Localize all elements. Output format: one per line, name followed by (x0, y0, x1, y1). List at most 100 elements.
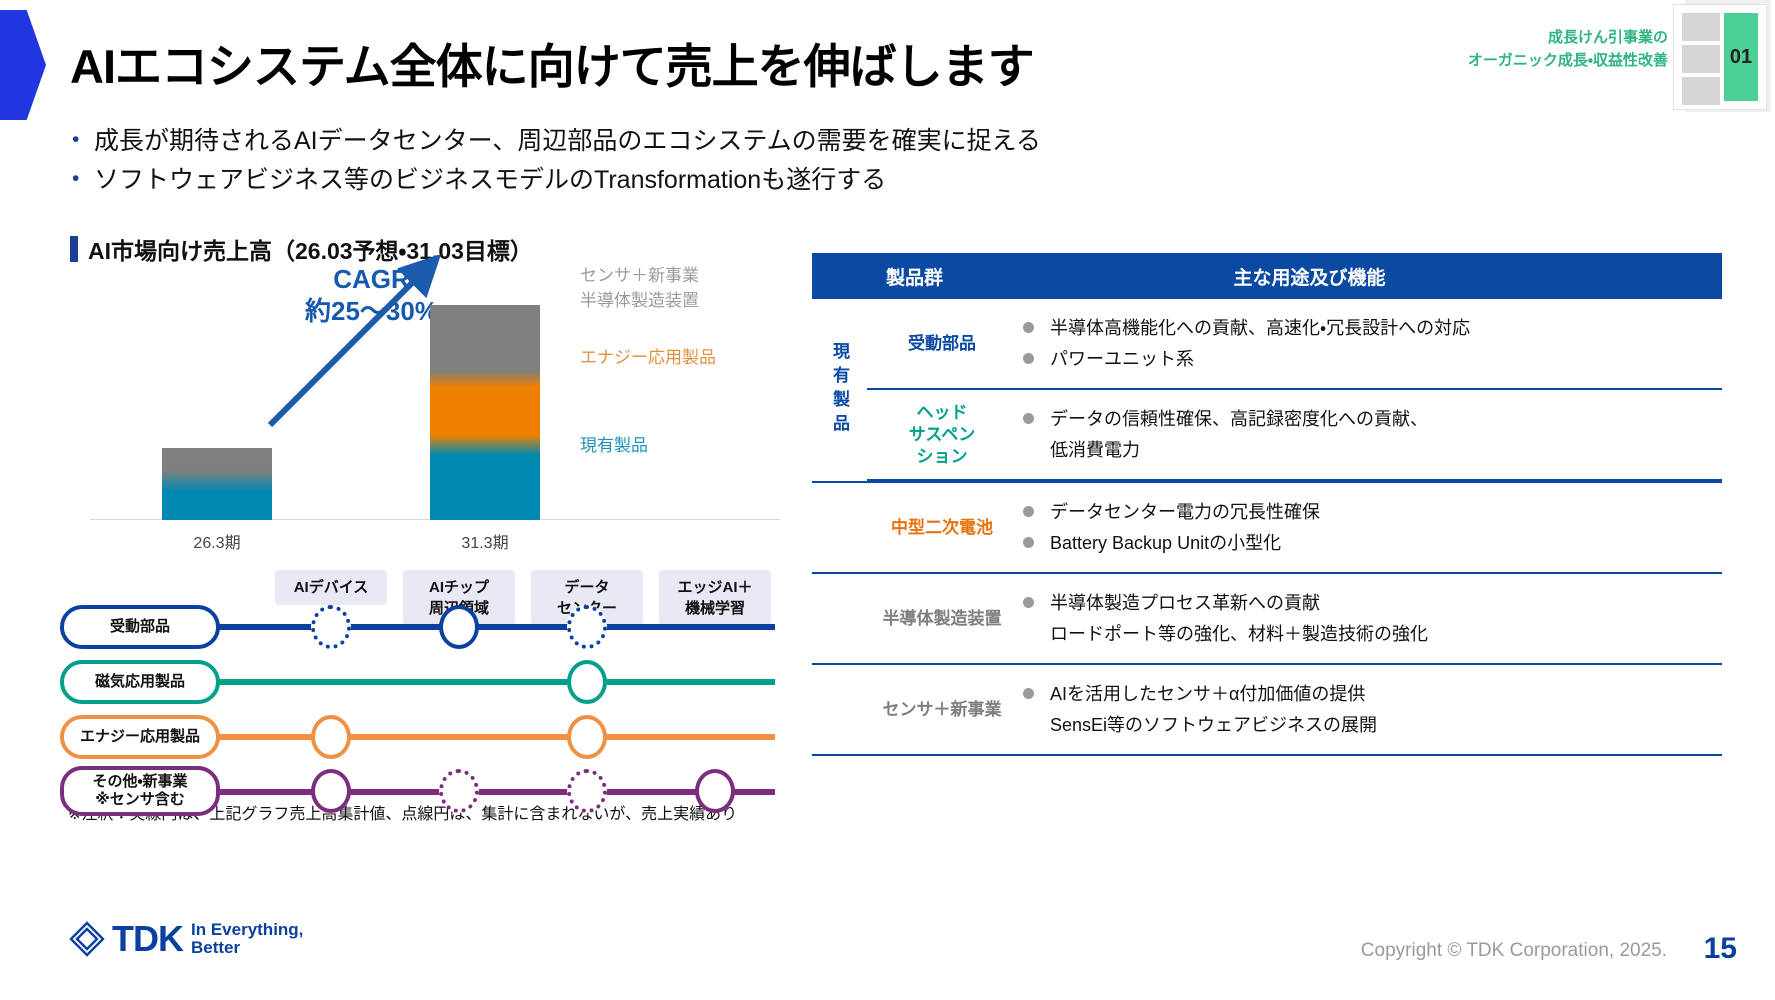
node-row-label-passive[interactable]: 受動部品 (60, 605, 220, 649)
bar-segment-sensor (430, 305, 540, 371)
tdk-logo: TDK In Everything, Better (68, 918, 303, 960)
description-text: Battery Backup Unitの小型化 (1050, 533, 1282, 553)
table-group-label-empty (812, 574, 867, 663)
bullet-dot-icon (1023, 413, 1034, 424)
bullet-text: 成長が期待されるAIデータセンター、周辺部品のエコシステムの需要を確実に捉える (94, 127, 1041, 155)
rail-row-0 (200, 624, 775, 630)
list-item: • ソフトウェアビジネス等のビジネスモデルのTransformationも遂行す… (72, 164, 1041, 196)
kicker-line-1: 成長けん引事業の (1547, 29, 1668, 46)
bullet-dot-icon (1023, 506, 1034, 517)
node-column-ai-device[interactable]: AIデバイス (275, 570, 387, 605)
bar-segment-energy (430, 387, 540, 435)
bullet-dot-icon (1023, 688, 1034, 699)
table-header-col1: 製品群 (885, 267, 943, 289)
node-marker-dashed[interactable] (311, 605, 351, 649)
row-label-text-1: その他・新事業 (92, 773, 188, 790)
copyright-text: Copyright © TDK Corporation, 2025. (1360, 940, 1667, 961)
legend-existing: 現有製品 (580, 433, 648, 458)
list-item: Battery Backup Unitの小型化 (1023, 529, 1722, 557)
bullet-text: ソフトウェアビジネス等のビジネスモデルのTransformationも遂行する (94, 166, 887, 194)
diagram-footnote: ※注釈：実線円は、上記グラフ売上高集計値、点線円は、集計に含まれないが、売上実績… (68, 806, 738, 823)
node-marker-solid[interactable] (695, 769, 735, 813)
tdk-tagline-line2: Better (191, 938, 241, 957)
legend-energy-line1: エナジー応用製品 (580, 348, 716, 367)
cagr-value: 約25〜30% (305, 296, 438, 326)
table-group-existing: 現有製品 受動部品 半導体高機能化への貢献、高速化・冗長設計への対応 パワーユニ… (812, 299, 1722, 483)
list-item: パワーユニット系 (1023, 345, 1722, 373)
table-cell-product-name: ヘッド サスペン ション (908, 402, 976, 466)
node-marker-dashed[interactable] (567, 605, 607, 649)
table-cell-product-name: 半導体製造装置 (882, 608, 1002, 628)
node-row-label-magnetic[interactable]: 磁気応用製品 (60, 660, 220, 704)
badge-cell (1682, 77, 1720, 105)
list-item: SensEi等のソフトウェアビジネスの展開 (1023, 711, 1722, 739)
list-item: データの信頼性確保、高記録密度化への貢献、 (1023, 405, 1722, 433)
node-row-label-other[interactable]: その他・新事業 ※センサ含む (60, 766, 220, 816)
table-row: センサ＋新事業 AIを活用したセンサ＋α付加価値の提供 SensEi等のソフトウ… (812, 665, 1722, 756)
description-text: パワーユニット系 (1050, 349, 1194, 369)
legend-energy: エナジー応用製品 (580, 345, 716, 370)
badge-cell (1682, 13, 1720, 41)
node-marker-solid[interactable] (311, 715, 351, 759)
rail-row-3 (200, 789, 775, 795)
table-row: 半導体製造装置 半導体製造プロセス革新への貢献 ロードポート等の強化、材料＋製造… (812, 574, 1722, 665)
description-text: 半導体製造プロセス革新への貢献 (1050, 593, 1320, 613)
node-marker-solid[interactable] (567, 660, 607, 704)
node-column-label-1: AIチップ (428, 579, 489, 596)
bar-segment-blend (162, 470, 272, 492)
node-column-label-2: 機械学習 (684, 600, 745, 617)
table-row: ヘッド サスペン ション データの信頼性確保、高記録密度化への貢献、 低消費電力 (867, 390, 1722, 481)
tdk-diamond-icon (68, 920, 106, 958)
list-item: AIを活用したセンサ＋α付加価値の提供 (1023, 680, 1722, 708)
node-marker-dashed[interactable] (567, 769, 607, 813)
node-column-label-1: データ (564, 579, 610, 596)
legend-sensor: センサ＋新事業 半導体製造装置 (580, 263, 699, 313)
list-item: 半導体高機能化への貢献、高速化・冗長設計への対応 (1023, 314, 1722, 342)
node-marker-solid[interactable] (311, 769, 351, 813)
list-item: 低消費電力 (1023, 436, 1722, 464)
table-cell-description: 半導体製造プロセス革新への貢献 ロードポート等の強化、材料＋製造技術の強化 (1017, 574, 1722, 663)
bar-segment-existing (162, 492, 272, 520)
bar-segment-sensor (162, 448, 272, 470)
bullet-dot-icon (1023, 597, 1034, 608)
legend-sensor-line1: センサ＋新事業 (580, 266, 699, 285)
section-kicker: 成長けん引事業の オーガニック成長・収益性改善 (1468, 26, 1668, 72)
legend-existing-line1: 現有製品 (580, 436, 648, 455)
node-column-edge-ai[interactable]: エッジAI＋ 機械学習 (659, 570, 771, 626)
badge-number: 01 (1724, 13, 1758, 101)
badge-cell (1682, 45, 1720, 73)
description-text: AIを活用したセンサ＋α付加価値の提供 (1050, 684, 1366, 704)
tdk-tagline-line1: In Everything, (191, 920, 304, 939)
tdk-tagline: In Everything, Better (191, 921, 303, 957)
table-row: 受動部品 半導体高機能化への貢献、高速化・冗長設計への対応 パワーユニット系 (867, 299, 1722, 390)
row-label-text: 受動部品 (109, 618, 170, 635)
node-marker-solid[interactable] (567, 715, 607, 759)
page-title: AIエコシステム全体に向けて売上を伸ばします (70, 40, 1035, 93)
cagr-annotation: CAGR 約25〜30% (305, 263, 438, 327)
header-bullet-list: • 成長が期待されるAIデータセンター、周辺部品のエコシステムの需要を確実に捉え… (72, 125, 1041, 203)
description-text: 半導体高機能化への貢献、高速化・冗長設計への対応 (1050, 318, 1471, 338)
sales-bar-chart: CAGR 約25〜30% 26.3期 31.3期 (90, 255, 790, 555)
page-number: 15 (1703, 932, 1737, 965)
rail-row-2 (200, 734, 775, 740)
list-item: データセンター電力の冗長性確保 (1023, 498, 1722, 526)
node-marker-dashed[interactable] (439, 769, 479, 813)
table-cell-description: AIを活用したセンサ＋α付加価値の提供 SensEi等のソフトウェアビジネスの展… (1017, 665, 1722, 754)
table-row: 中型二次電池 データセンター電力の冗長性確保 Battery Backup Un… (812, 483, 1722, 574)
bar-segment-blend-bottom (430, 435, 540, 455)
title-arrow-icon (0, 10, 46, 120)
bar-segment-blend-top (430, 371, 540, 387)
list-item: ロードポート等の強化、材料＋製造技術の強化 (1023, 620, 1722, 648)
x-axis-label-1: 31.3期 (461, 535, 509, 552)
table-group-label: 現有製品 (830, 342, 849, 438)
ecosystem-node-diagram: AIデバイス AIチップ 周辺領域 データ センター エッジAI＋ 機械学習 受… (60, 570, 820, 816)
node-marker-solid[interactable] (439, 605, 479, 649)
row-label-text: 磁気応用製品 (94, 673, 185, 690)
description-text: データの信頼性確保、高記録密度化への貢献、 (1050, 409, 1428, 429)
bullet-dot-icon (1023, 322, 1034, 333)
table-cell-product-name: 受動部品 (908, 333, 976, 353)
table-cell-product-name: センサ＋新事業 (882, 699, 1002, 719)
tdk-logo-text: TDK (112, 918, 184, 959)
node-row-label-energy[interactable]: エナジー応用製品 (60, 715, 220, 759)
